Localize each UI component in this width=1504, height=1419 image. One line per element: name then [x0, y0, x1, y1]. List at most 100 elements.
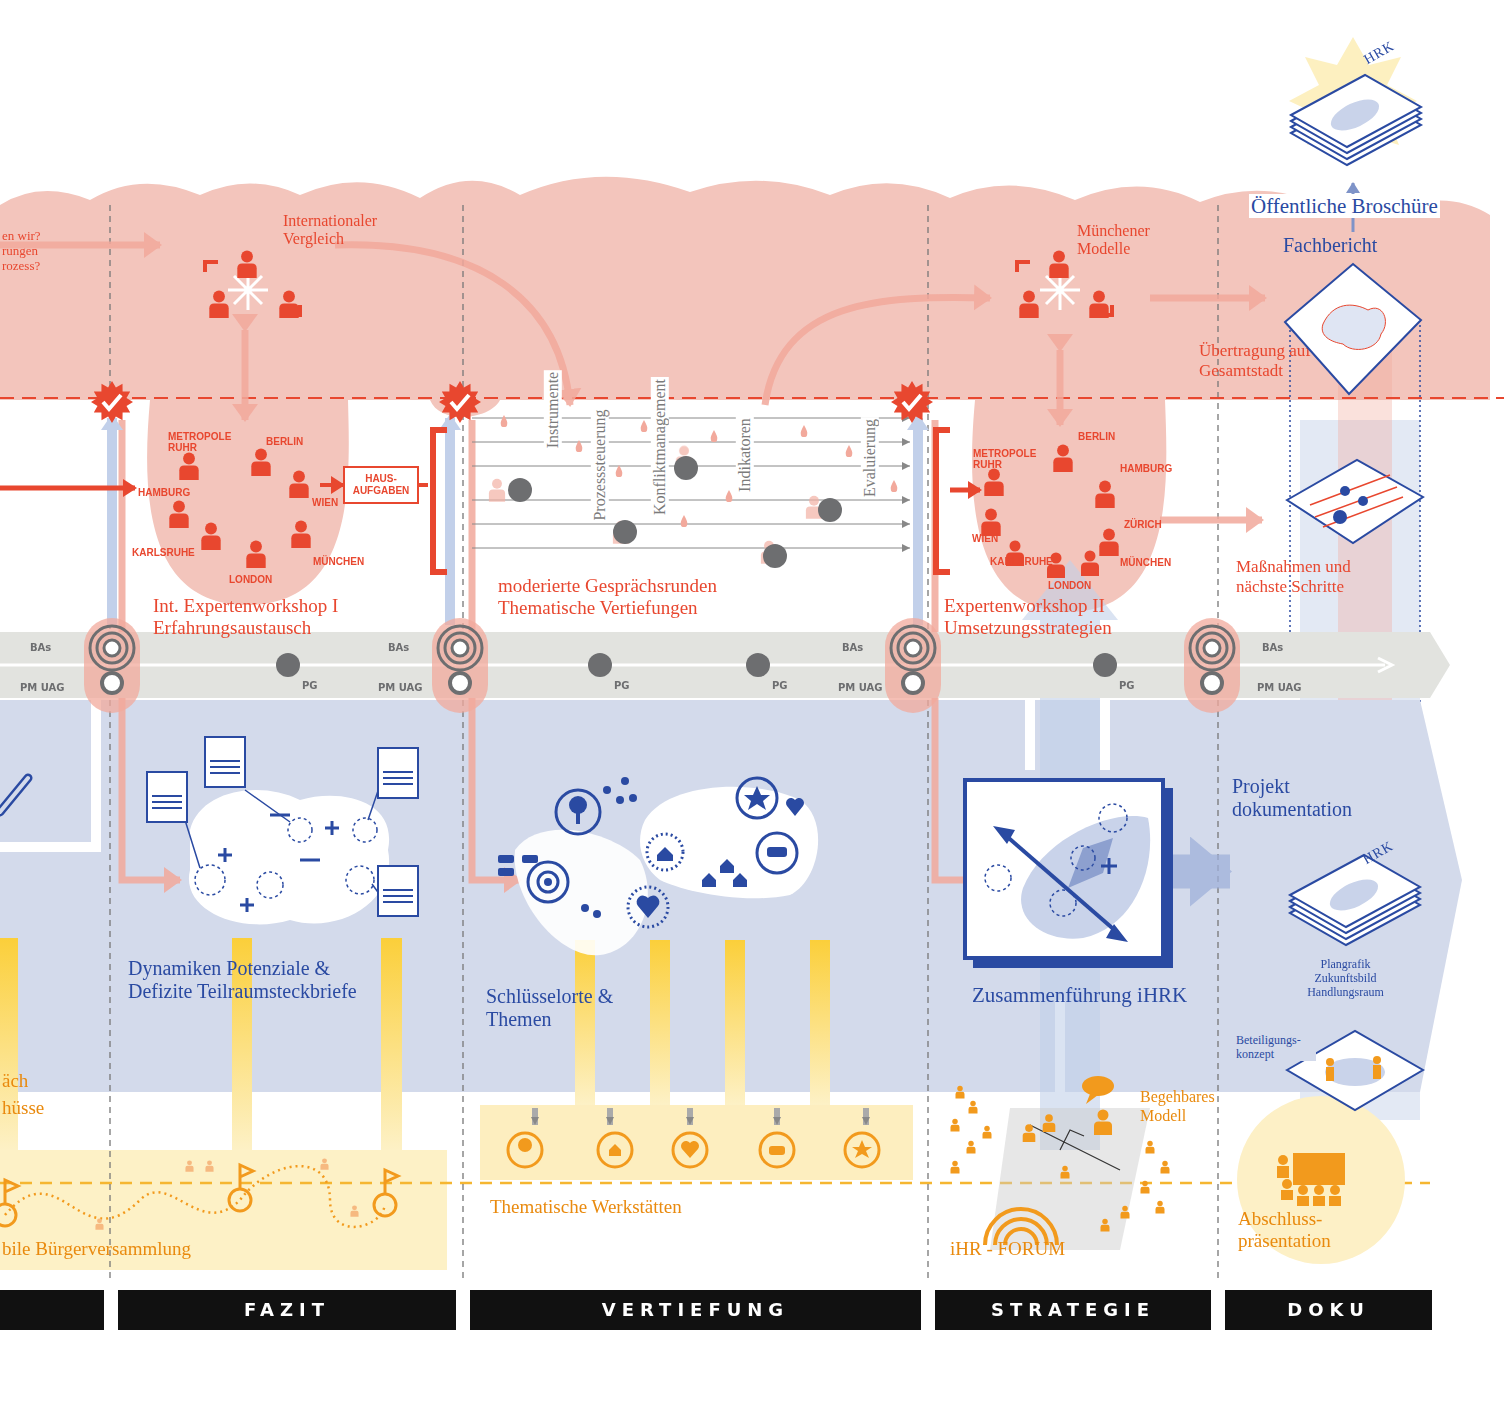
path-shape: [218, 815, 339, 912]
text-label: PM UAG: [20, 682, 65, 694]
circle-shape: [746, 653, 770, 677]
rect-shape: [1313, 1196, 1325, 1206]
use-shape: [289, 471, 308, 498]
text-label: PM UAG: [838, 682, 883, 694]
workshop-circle: Int. Expertenworkshop I Erfahrungsaustau…: [150, 425, 320, 585]
rect-shape: [1293, 1153, 1345, 1185]
text-label: PG: [1119, 680, 1135, 692]
path-shape: [1068, 838, 1113, 888]
use-shape: [1043, 1114, 1056, 1132]
text-label: WIEN: [312, 497, 338, 508]
phase-bar: STRATEGIE: [935, 1290, 1211, 1330]
rect-shape: [1326, 1067, 1334, 1081]
use-shape: [237, 251, 256, 278]
polygon-shape: [91, 381, 133, 423]
text-label: PM UAG: [1257, 682, 1302, 694]
phase-bar: DOKU: [1225, 1290, 1432, 1330]
circle-shape: [603, 786, 611, 794]
text-label: HAMBURG: [138, 487, 190, 498]
circle-shape: [1340, 486, 1350, 496]
use-shape: [1121, 1206, 1130, 1219]
path-shape: [1160, 517, 1262, 524]
use-shape: [291, 521, 310, 548]
g-shape: [152, 761, 413, 912]
path-shape: [1291, 75, 1421, 147]
rect-shape: [576, 810, 580, 824]
rotated-label: Evaluierung: [861, 417, 879, 499]
rect-shape: [1277, 1166, 1289, 1178]
g-shape: [0, 1165, 398, 1226]
text-label: BAs: [388, 642, 409, 654]
circle-shape: [898, 633, 928, 663]
use-shape: [641, 420, 648, 432]
g-shape: [1290, 855, 1420, 945]
use-shape: [711, 430, 718, 442]
ellipse-shape: [1325, 873, 1382, 917]
use-shape: [891, 480, 898, 492]
text-label: Thematische Werkstätten: [490, 1196, 682, 1218]
use-shape: [1161, 1161, 1170, 1174]
path-shape: [205, 262, 1112, 315]
use-shape: [169, 501, 188, 528]
rect-shape: [575, 940, 595, 1105]
polygon-shape: [439, 381, 481, 423]
measures-diamond-shape: [1285, 455, 1425, 550]
use-shape: [1141, 1181, 1150, 1194]
line-shape: [0, 486, 135, 491]
use-shape: [179, 453, 198, 480]
text-label: BAs: [1262, 642, 1283, 654]
use-shape: [95, 1218, 103, 1229]
node-text: Plangrafik Zukunftsbild Handlungsraum: [1298, 957, 1393, 999]
text-label: iHR - FORUM: [950, 1238, 1065, 1260]
path-shape: [1322, 305, 1385, 349]
ellipse-shape: [1326, 93, 1383, 137]
synthesis-plan-shape: [963, 778, 1170, 965]
phase-bar: FAZIT: [118, 1290, 456, 1330]
circle-shape: [1099, 804, 1127, 832]
use-shape: [576, 440, 583, 452]
rect-shape: [725, 940, 745, 1105]
ellipse-shape: [1082, 1076, 1114, 1096]
circle-shape: [818, 498, 842, 522]
node-text: HAUS- AUFGABEN: [345, 473, 417, 497]
circle-shape: [450, 673, 470, 693]
line-shape: [607, 1108, 613, 1125]
use-shape: [1146, 1141, 1155, 1154]
presentation-circle: Abschluss- präsentation: [1237, 1098, 1405, 1263]
path-shape: [1021, 816, 1150, 939]
path-shape: [335, 245, 570, 405]
path-shape: [0, 700, 1105, 1120]
text-label: en wir?: [2, 228, 41, 243]
workshop-circle: Expertenworkshop II Umsetzungsstrategien: [975, 430, 1150, 595]
circle-shape: [518, 1138, 532, 1152]
use-shape: [846, 445, 853, 457]
circle-shape: [1330, 1185, 1340, 1195]
text-label: PM UAG: [378, 682, 423, 694]
use-shape: [1094, 1110, 1112, 1136]
rect-shape: [1184, 618, 1240, 713]
path-shape: [681, 1141, 699, 1158]
text-label: PG: [302, 680, 318, 692]
path-shape: [185, 785, 380, 895]
path-shape: [1086, 1094, 1098, 1104]
use-shape: [1095, 481, 1114, 508]
g-shape: [110, 205, 1218, 1282]
g-shape: [498, 777, 804, 918]
rect-shape: [381, 938, 402, 1150]
node-text: Expertenworkshop II Umsetzungsstrategien: [944, 595, 1184, 639]
text-label: moderierte Gesprächsrunden Thematische V…: [498, 575, 798, 619]
use-shape: [681, 515, 688, 527]
node-text: Maßnahmen und nächste Schritte: [1236, 557, 1356, 597]
rect-shape: [480, 1105, 913, 1180]
path-shape: [640, 787, 818, 898]
path-shape: [0, 778, 28, 812]
node-text: Beteiligungs- konzept: [1236, 1033, 1316, 1061]
use-shape: [501, 415, 508, 427]
node-text: Projekt dokumentation: [1232, 775, 1382, 821]
circle-shape: [538, 872, 558, 892]
line-shape: [109, 205, 110, 1282]
rect-shape: [522, 855, 538, 863]
circle-shape: [508, 1133, 542, 1167]
g-shape: [147, 737, 418, 916]
rect-shape: [769, 1146, 785, 1155]
